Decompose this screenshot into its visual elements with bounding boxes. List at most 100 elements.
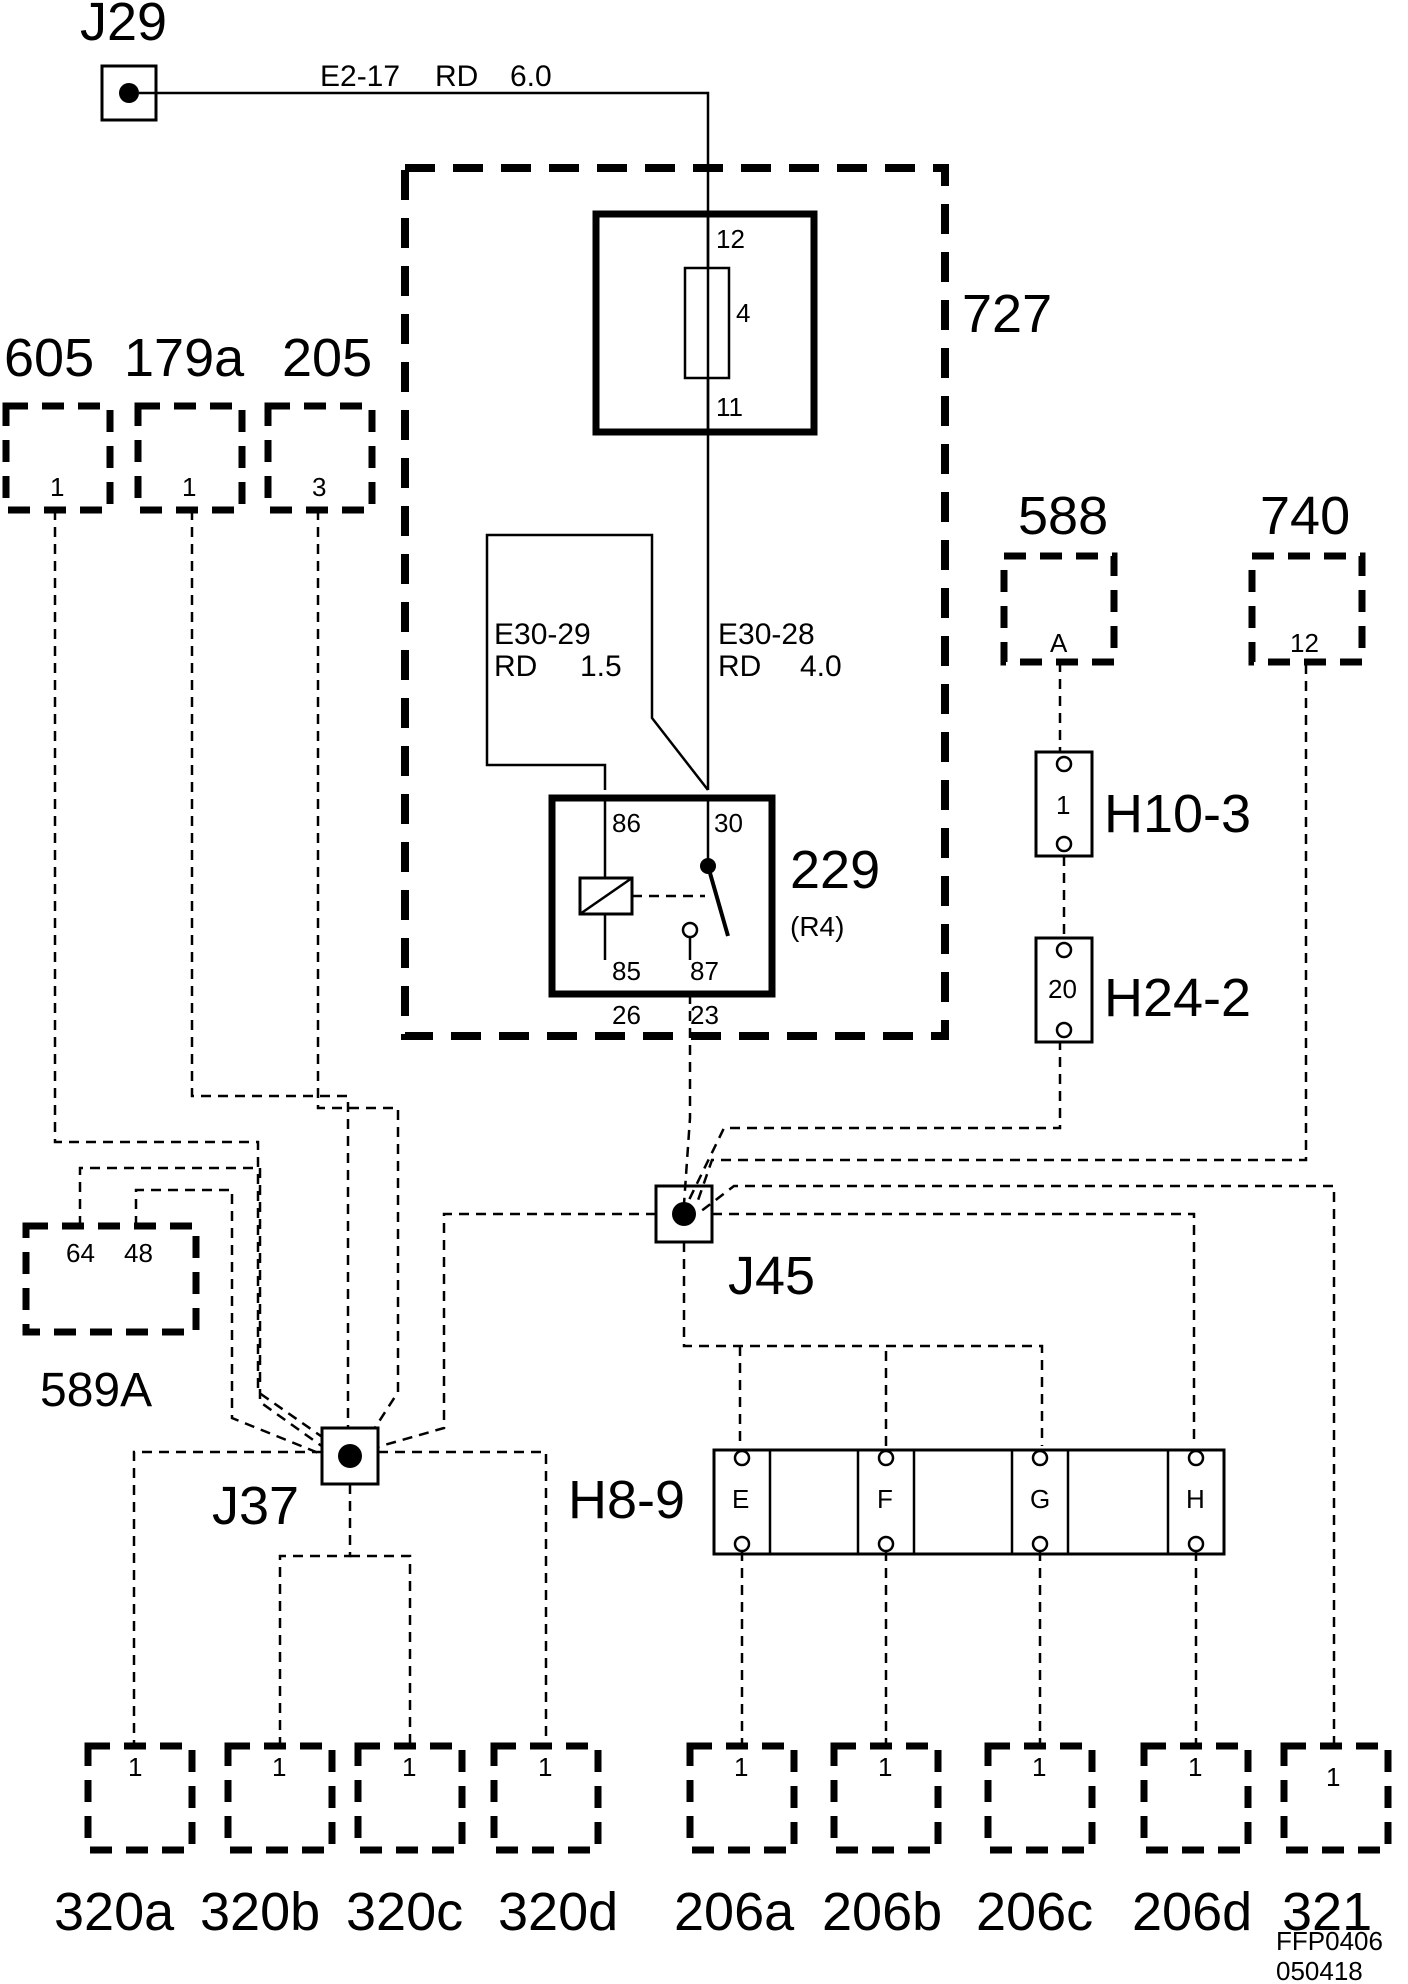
fuse-box (592, 210, 818, 436)
connector-206c (984, 1742, 1096, 1854)
connector-320d-pin: 1 (538, 1752, 552, 1782)
connector-321 (1280, 1742, 1392, 1854)
connector-206a-label: 206a (674, 1882, 795, 1942)
wire-605-to-j37 (53, 510, 339, 1450)
wire-205-to-j37 (316, 510, 400, 1449)
h24-label: H24-2 (1104, 968, 1251, 1028)
connector-588-pin: A (1050, 628, 1068, 658)
h8-pin-e: E (732, 1484, 749, 1514)
connector-589a-pin-64: 64 (66, 1238, 95, 1268)
relay-pin-23: 23 (690, 1000, 719, 1030)
connector-740-label: 740 (1260, 486, 1350, 546)
h8-pin-f: F (877, 1484, 893, 1514)
wire-87-to-j45 (682, 994, 692, 1205)
connector-206d (1140, 1742, 1252, 1854)
connector-605-pin: 1 (50, 472, 64, 502)
wire-589a-48-to-j37 (134, 1188, 327, 1458)
wire-j45-to-j37 (373, 1212, 656, 1450)
connector-206b (830, 1742, 942, 1854)
main-feed-wire (139, 91, 710, 790)
footer-code-1: FFP0406 (1276, 1926, 1383, 1956)
h8-pin-g: G (1030, 1484, 1050, 1514)
wire-j37-to-320d (378, 1450, 548, 1746)
main-wire-code: E2-17 (320, 60, 400, 93)
connector-205-label: 205 (282, 328, 372, 388)
relay-229-sublabel: (R4) (790, 911, 844, 942)
j37-node (338, 1444, 362, 1468)
terminal-block-h8-9 (712, 1448, 1226, 1556)
connector-206d-pin: 1 (1188, 1752, 1202, 1782)
connector-179a (134, 402, 246, 514)
h8-f-top (877, 1449, 895, 1467)
connector-320d-label: 320d (498, 1882, 618, 1942)
wire-e30-29-code: E30-29 (494, 618, 591, 651)
connector-320c-pin: 1 (402, 1752, 416, 1782)
connector-320b-label: 320b (200, 1882, 320, 1942)
wire-740-to-j45 (694, 664, 1308, 1207)
wire-e30-28-size: 4.0 (800, 650, 842, 683)
h8-label: H8-9 (568, 1470, 685, 1530)
h8-e-bottom (733, 1535, 751, 1553)
h10-bottom-contact (1055, 835, 1073, 853)
h10-label: H10-3 (1104, 784, 1251, 844)
connector-320d (490, 1742, 602, 1854)
h8-h-top (1187, 1449, 1205, 1467)
unit-727-enclosure (401, 164, 949, 1040)
wire-e30-29-size: 1.5 (580, 650, 622, 683)
footer-code-2: 050418 (1276, 1956, 1363, 1984)
wire-179a-to-j37 (190, 510, 350, 1448)
fuse-number: 4 (736, 298, 750, 328)
h24-bottom-contact (1055, 1021, 1073, 1039)
relay-pin-85: 85 (612, 956, 641, 986)
connector-320a-pin: 1 (128, 1752, 142, 1782)
connector-179a-label: 179a (124, 328, 245, 388)
connector-589a-label: 589A (40, 1364, 152, 1417)
j45-label: J45 (728, 1246, 815, 1306)
connector-206b-label: 206b (822, 1882, 942, 1942)
connector-588-label: 588 (1018, 486, 1108, 546)
wire-e30-28-code: E30-28 (718, 618, 815, 651)
h8-pin-h: H (1186, 1484, 1205, 1514)
h8-e-top (733, 1449, 751, 1467)
wire-e30-29-color: RD (494, 650, 537, 683)
connector-206b-pin: 1 (878, 1752, 892, 1782)
j45-node (672, 1202, 696, 1226)
main-wire-size: 6.0 (510, 60, 552, 93)
connector-179a-pin: 1 (182, 472, 196, 502)
connector-206a (686, 1742, 798, 1854)
connector-320c (354, 1742, 466, 1854)
j29-label: J29 (80, 0, 167, 52)
connector-206c-pin: 1 (1032, 1752, 1046, 1782)
h10-top-contact (1055, 755, 1073, 773)
h8-f-bottom (877, 1535, 895, 1553)
connector-321-label: 321 (1282, 1882, 1372, 1942)
wire-h24-to-j45 (686, 1040, 1062, 1203)
wire-e30-28-color: RD (718, 650, 761, 683)
main-wire-color: RD (435, 60, 478, 93)
relay-pin-86: 86 (612, 808, 641, 838)
relay-no-contact (681, 921, 699, 939)
relay-pin-30: 30 (714, 808, 743, 838)
wire-589a-64-to-j37 (78, 1166, 331, 1454)
j37-label: J37 (212, 1476, 299, 1536)
h8-h-bottom (1187, 1535, 1205, 1553)
h24-pin: 20 (1048, 974, 1077, 1004)
relay-switch-arm (706, 865, 730, 937)
wire-j37-to-320c (350, 1554, 412, 1746)
connector-589a (22, 1222, 200, 1336)
connector-740 (1248, 552, 1366, 666)
relay-pin-87: 87 (690, 956, 719, 986)
connector-605 (2, 402, 114, 514)
h8-g-bottom (1031, 1535, 1049, 1553)
wire-321-to-j45 (699, 1184, 1336, 1746)
connector-740-pin: 12 (1290, 628, 1319, 658)
relay-229-label: 229 (790, 840, 880, 900)
connector-206c-label: 206c (976, 1882, 1093, 1942)
h8-g-top (1031, 1449, 1049, 1467)
connector-206d-label: 206d (1132, 1882, 1252, 1942)
wire-j37-to-320b (278, 1484, 352, 1746)
connector-320b-pin: 1 (272, 1752, 286, 1782)
fuse-pin-bottom: 11 (716, 392, 743, 422)
connector-589a-pin-48: 48 (124, 1238, 153, 1268)
